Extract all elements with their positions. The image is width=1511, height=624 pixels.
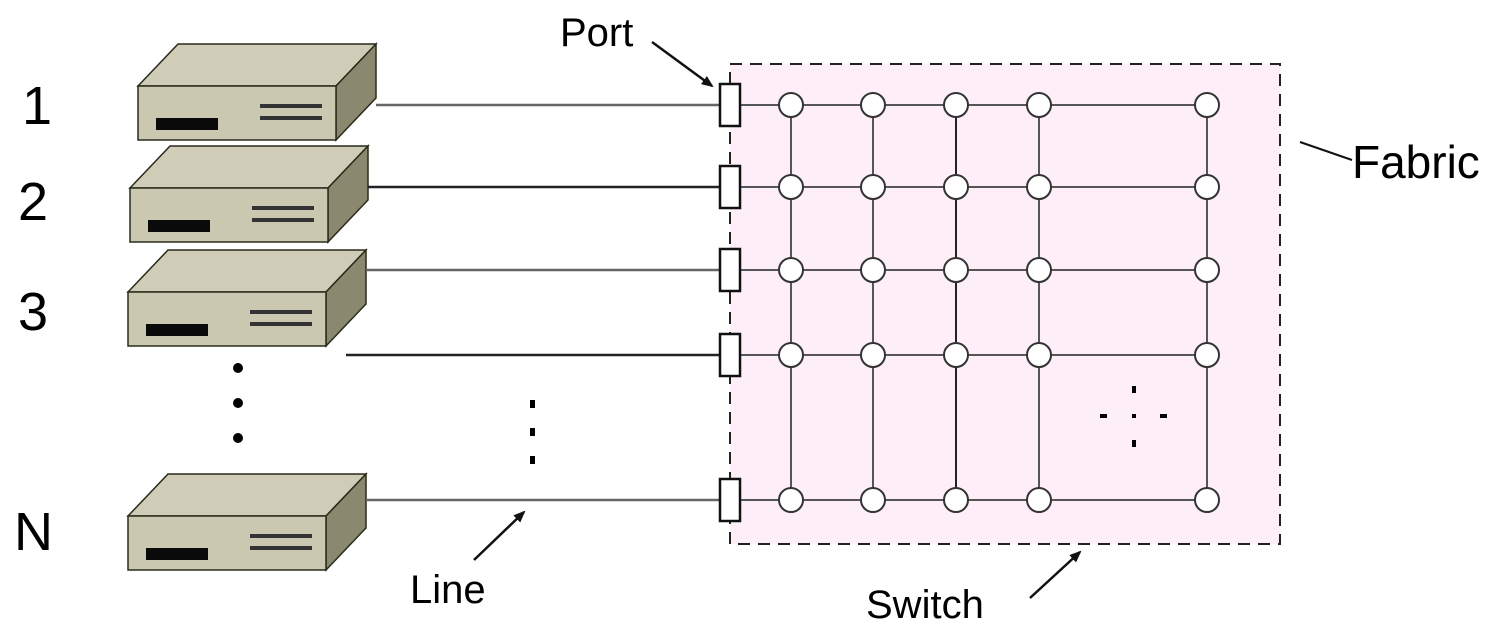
crosspoint-node	[1026, 342, 1052, 368]
crosspoint-node	[778, 342, 804, 368]
crosspoint-node	[1026, 174, 1052, 200]
port	[718, 477, 742, 523]
crosspoint-node	[943, 487, 969, 513]
device-vent	[250, 310, 312, 314]
device-vent	[250, 322, 312, 326]
device-n	[126, 472, 368, 572]
line-ellipsis	[530, 400, 535, 464]
crosspoint-node	[860, 342, 886, 368]
fabric-leader-line	[1299, 141, 1353, 161]
row-label-2: 2	[18, 172, 48, 232]
device-slot	[148, 220, 210, 232]
switch-label: Switch	[866, 583, 984, 624]
device-3	[126, 248, 368, 348]
row-label-1: 1	[22, 76, 52, 136]
crosspoint-node	[860, 257, 886, 283]
crosspoint-node	[778, 174, 804, 200]
port-label: Port	[560, 11, 633, 55]
crosspoint-node	[1026, 257, 1052, 283]
device-slot	[156, 118, 218, 130]
crosspoint-node	[943, 257, 969, 283]
crosspoint-node	[860, 174, 886, 200]
crosspoint-node	[1026, 92, 1052, 118]
device-slot	[146, 548, 208, 560]
device-vent	[260, 116, 322, 120]
device-1	[136, 42, 378, 142]
row-label-n: N	[14, 502, 53, 562]
crosspoint-node	[1194, 487, 1220, 513]
device-2	[128, 144, 370, 244]
switch-arrow	[1029, 550, 1082, 599]
crosspoint-node	[943, 92, 969, 118]
crosspoint-node	[778, 92, 804, 118]
crosspoint-node	[1194, 257, 1220, 283]
crosspoint-node	[1194, 92, 1220, 118]
crosspoint-node	[778, 487, 804, 513]
switch-fabric-area	[729, 63, 1281, 545]
crosspoint-node	[860, 487, 886, 513]
fabric-ellipsis	[1100, 386, 1167, 447]
device-vent	[250, 534, 312, 538]
line-label: Line	[410, 568, 486, 612]
device-vent	[252, 206, 314, 210]
crosspoint-node	[1194, 342, 1220, 368]
port-arrow	[651, 40, 714, 88]
line-arrow	[473, 510, 526, 561]
crosspoint-node	[778, 257, 804, 283]
crosspoint-node	[1026, 487, 1052, 513]
port	[718, 164, 742, 210]
row-label-3: 3	[18, 282, 48, 342]
device-slot	[146, 324, 208, 336]
fabric-label: Fabric	[1352, 136, 1480, 188]
port	[718, 332, 742, 378]
device-vent	[260, 104, 322, 108]
crosspoint-node	[943, 342, 969, 368]
device-vent	[252, 218, 314, 222]
crosspoint-node	[1194, 174, 1220, 200]
crosspoint-node	[860, 92, 886, 118]
device-ellipsis	[233, 363, 243, 443]
port	[718, 247, 742, 293]
port	[718, 82, 742, 128]
device-vent	[250, 546, 312, 550]
crosspoint-node	[943, 174, 969, 200]
